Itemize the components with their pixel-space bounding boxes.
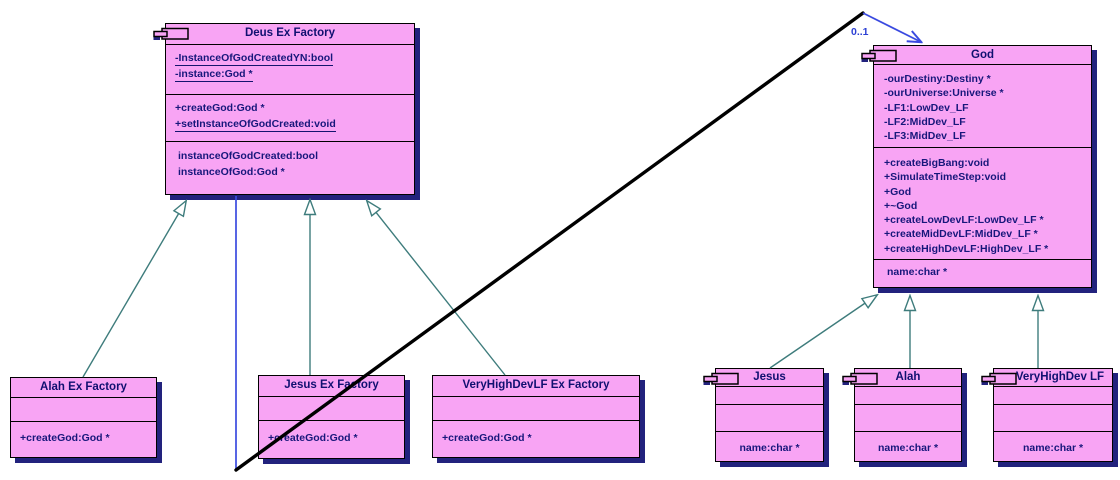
class-jesus[interactable]: Jesus name:char * [703, 368, 824, 462]
inheritance-jesus-to-god [769, 295, 877, 369]
methods-section [994, 404, 1112, 431]
class-title: VeryHighDevLF Ex Factory [462, 379, 610, 391]
attribute: -InstanceOfGodCreatedYN:bool [175, 52, 334, 66]
class-jesus-ex-factory[interactable]: Jesus Ex Factory +createGod:God * [258, 375, 405, 459]
component-icon [703, 372, 739, 385]
component-icon [153, 27, 189, 40]
properties-section: name:char * [855, 431, 961, 456]
method: +createGod:God * [442, 432, 532, 444]
attributes-section [855, 386, 961, 404]
attribute: -LF3:MidDev_LF [884, 130, 966, 143]
methods-section: +createGod:God * [11, 421, 156, 446]
property: name:char * [1022, 442, 1084, 454]
attribute: -LF1:LowDev_LF [884, 101, 969, 114]
class-veryhighdevlf-ex-factory[interactable]: VeryHighDevLF Ex Factory +createGod:God … [432, 375, 640, 458]
inheritance-vhd-factory-to-deus [367, 201, 506, 376]
properties-section: name:char * [994, 431, 1112, 456]
class-title: Jesus Ex Factory [284, 379, 379, 391]
class-title: Deus Ex Factory [244, 27, 336, 39]
attributes-section [11, 397, 156, 421]
inheritance-alah-factory-to-deus [82, 201, 186, 378]
attribute: -instance:God * [175, 68, 253, 82]
attributes-section: -InstanceOfGodCreatedYN:bool -instance:G… [166, 44, 414, 94]
component-icon [861, 49, 897, 62]
attribute: -LF2:MidDev_LF [884, 115, 966, 128]
attributes-section: -ourDestiny:Destiny * -ourUniverse:Unive… [874, 64, 1091, 147]
class-veryhighdev-lf[interactable]: VeryHighDev LF name:char * [981, 368, 1113, 462]
method: +createBigBang:void [884, 157, 990, 169]
method: +createGod:God * [268, 432, 358, 444]
class-god[interactable]: God -ourDestiny:Destiny * -ourUniverse:U… [861, 45, 1092, 288]
method: +~God [884, 199, 918, 212]
property: instanceOfGod:God * [178, 166, 285, 178]
properties-section: name:char * [874, 259, 1091, 279]
component-icon [842, 372, 878, 385]
method: +createGod:God * [20, 432, 110, 444]
property: name:char * [887, 266, 948, 278]
property: instanceOfGodCreated:bool [178, 150, 319, 162]
class-alah-ex-factory[interactable]: Alah Ex Factory +createGod:God * [10, 377, 157, 458]
methods-section: +createGod:God * [433, 420, 639, 446]
component-icon [981, 372, 1017, 385]
method: +createMidDevLF:MidDev_LF * [884, 228, 1038, 241]
methods-section: +createGod:God * [259, 420, 404, 446]
attributes-section [259, 396, 404, 420]
method: +createHighDevLF:HighDev_LF * [884, 242, 1049, 255]
property: name:char * [877, 442, 939, 454]
class-alah[interactable]: Alah name:char * [842, 368, 962, 462]
attribute: -ourDestiny:Destiny * [884, 73, 991, 85]
methods-section: +createBigBang:void +SimulateTimeStep:vo… [874, 147, 1091, 259]
properties-section: name:char * [716, 431, 823, 456]
methods-section [716, 404, 823, 431]
multiplicity-label: 0..1 [851, 26, 869, 38]
method: +SimulateTimeStep:void [884, 171, 1007, 184]
method: +createLowDevLF:LowDev_LF * [884, 214, 1044, 227]
class-deus-ex-factory[interactable]: Deus Ex Factory -InstanceOfGodCreatedYN:… [153, 23, 415, 195]
class-title: VeryHighDev LF [1015, 371, 1105, 383]
class-title: Alah [895, 371, 921, 383]
association-arrow-to-god [862, 12, 921, 42]
method: +God [884, 185, 912, 198]
method: +createGod:God * [175, 102, 265, 114]
methods-section [855, 404, 961, 431]
methods-section: +createGod:God * +setInstanceOfGodCreate… [166, 94, 414, 141]
attributes-section [994, 386, 1112, 404]
property: name:char * [739, 442, 800, 454]
attribute: -ourUniverse:Universe * [884, 87, 1004, 100]
class-title: God [971, 49, 994, 61]
class-title: Alah Ex Factory [40, 381, 127, 393]
attributes-section [433, 396, 639, 420]
properties-section: instanceOfGodCreated:bool instanceOfGod:… [166, 141, 414, 180]
method: +setInstanceOfGodCreated:void [175, 118, 336, 132]
